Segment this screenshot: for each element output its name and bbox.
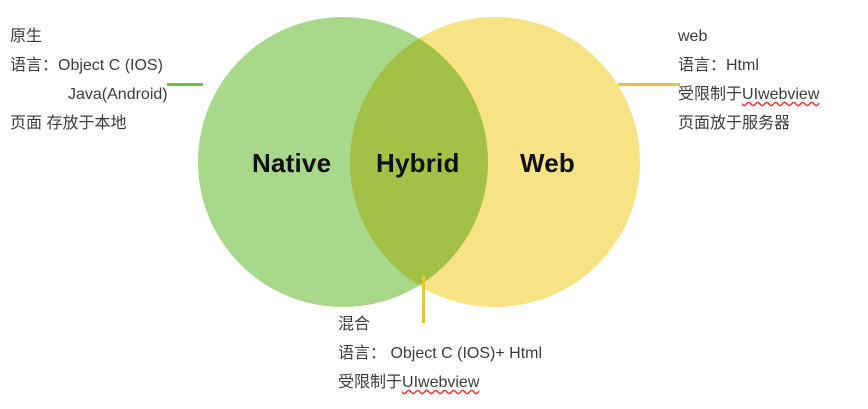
annotation-hybrid-line-1: 语言： Object C (IOS)+ Html bbox=[338, 345, 543, 362]
venn-label-hybrid: Hybrid bbox=[376, 148, 460, 178]
annotation-hybrid: 混合 语言： Object C (IOS)+ Html 受限制于UIwebvie… bbox=[338, 310, 542, 397]
annotation-hybrid-line-2-prefix: 受限制于 bbox=[338, 374, 403, 391]
venn-label-native: Native bbox=[252, 148, 332, 178]
annotation-web-line-2-prefix: 受限制于 bbox=[678, 86, 743, 103]
annotation-web-line-2-misspelled-term: UIwebview bbox=[742, 86, 820, 103]
venn-circle-web bbox=[350, 17, 640, 307]
annotation-web-heading: web bbox=[678, 28, 708, 45]
annotation-web-line-3: 页面放于服务器 bbox=[678, 115, 791, 132]
annotation-hybrid-line-2-misspelled-term: UIwebview bbox=[402, 374, 480, 391]
annotation-web-line-1: 语言：Html bbox=[678, 57, 759, 74]
annotation-hybrid-line-2: 受限制于UIwebview bbox=[338, 368, 542, 397]
annotation-native-line-1: 语言：Object C (IOS) bbox=[10, 57, 163, 74]
annotation-native: 原生 语言：Object C (IOS) Java(Android) 页面 存放… bbox=[10, 22, 168, 138]
leader-line-hybrid bbox=[422, 276, 425, 323]
annotation-web: web 语言：Html 受限制于UIwebview 页面放于服务器 bbox=[678, 22, 819, 138]
annotation-native-line-3: 页面 存放于本地 bbox=[10, 115, 127, 132]
leader-line-native bbox=[167, 83, 203, 86]
annotation-native-heading: 原生 bbox=[10, 28, 43, 45]
venn-label-web: Web bbox=[520, 148, 576, 178]
annotation-hybrid-heading: 混合 bbox=[338, 316, 371, 333]
annotation-native-line-2: Java(Android) bbox=[68, 86, 168, 103]
leader-line-web bbox=[618, 83, 680, 86]
annotation-web-line-2: 受限制于UIwebview bbox=[678, 80, 819, 109]
